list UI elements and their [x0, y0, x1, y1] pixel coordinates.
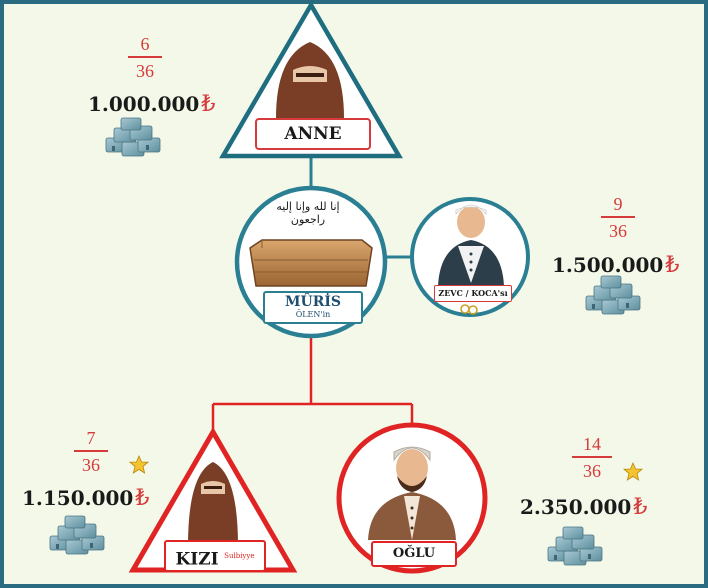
zevc-amount: 1.500.000₺: [552, 253, 679, 278]
kizi-frac-den: 36: [82, 454, 100, 475]
oglu-frac-den: 36: [583, 460, 601, 481]
zevc-frac-den: 36: [609, 220, 627, 241]
oglu-fraction: 14 36: [572, 434, 612, 481]
zevc-frac-num: 9: [613, 194, 623, 214]
calligraphy-text: إنا لله وإنا إليه راجعون: [276, 200, 340, 226]
zevc-fraction: 9 36: [601, 194, 635, 241]
anne-figure: [276, 42, 344, 118]
anne-frac-den: 36: [136, 60, 154, 81]
kizi-label-main: KIZI: [175, 549, 219, 570]
oglu-frac-num: 14: [583, 434, 601, 454]
muris-label-main: MÛRİS: [285, 294, 341, 310]
kizi-frac-bar: [74, 450, 108, 452]
kizi-figure: [188, 462, 238, 546]
anne-frac-bar: [128, 56, 162, 58]
lira-icon: ₺: [633, 495, 648, 520]
anne-fraction: 6 36: [128, 34, 162, 81]
kizi-label: KIZI Sulbiyye: [164, 540, 266, 572]
coffin-icon: [249, 239, 373, 287]
oglu-label: OĞLU: [371, 541, 457, 567]
rings-icon: [460, 304, 478, 315]
kizi-amount-value: 1.150.000: [22, 486, 134, 510]
anne-frac-num: 6: [140, 34, 150, 54]
oglu-frac-bar: [572, 456, 612, 458]
anne-amount-value: 1.000.000: [88, 92, 200, 116]
anne-label: ANNE: [255, 118, 371, 150]
oglu-amount-value: 2.350.000: [520, 495, 632, 519]
zevc-frac-bar: [601, 216, 635, 218]
zevc-amount-value: 1.500.000: [552, 253, 664, 277]
kizi-label-sub: Sulbiyye: [224, 552, 255, 560]
zevc-label: ZEVC / KOCA'sı: [434, 285, 512, 302]
kizi-frac-num: 7: [86, 428, 96, 448]
muris-label: MÛRİS ÖLEN'in: [263, 291, 363, 324]
lira-icon: ₺: [201, 92, 216, 117]
anne-amount: 1.000.000₺: [88, 92, 215, 117]
lira-icon: ₺: [135, 486, 150, 511]
oglu-amount: 2.350.000₺: [520, 495, 647, 520]
oglu-figure: [368, 446, 456, 540]
muris-label-sub: ÖLEN'in: [295, 310, 331, 319]
kizi-fraction: 7 36: [74, 428, 108, 475]
zevc-figure: [438, 204, 504, 286]
kizi-amount: 1.150.000₺: [22, 486, 149, 511]
lira-icon: ₺: [665, 253, 680, 278]
